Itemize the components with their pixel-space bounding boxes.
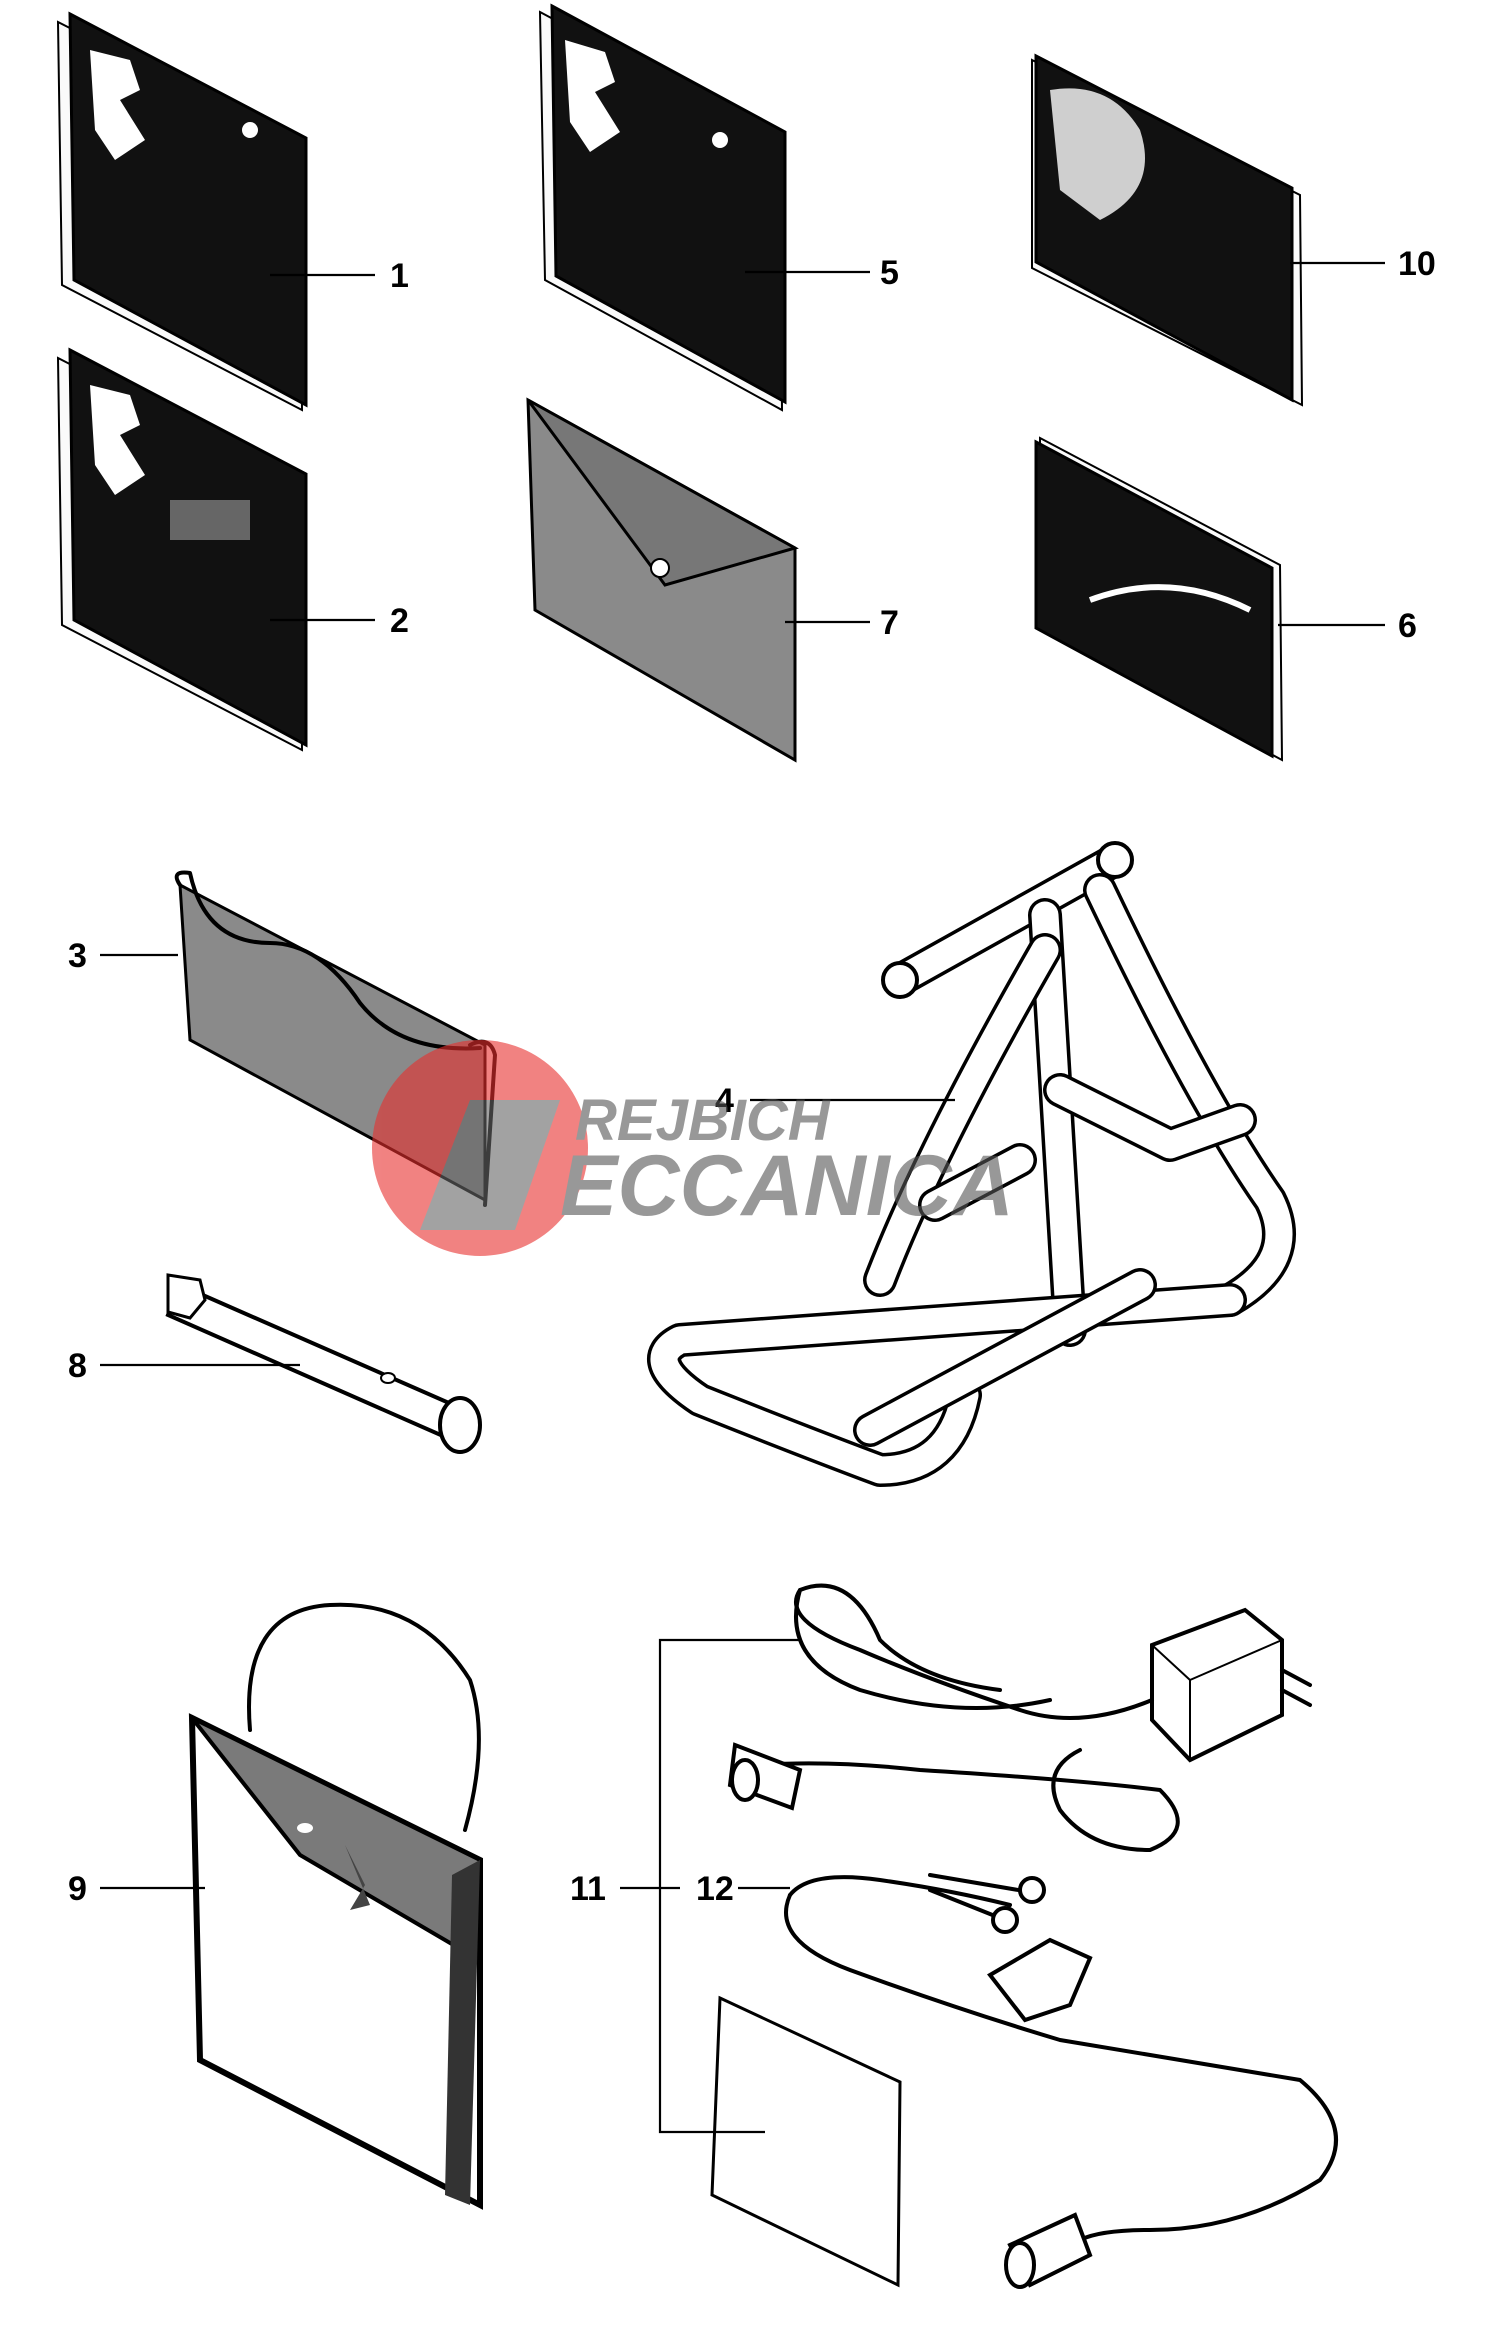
callout-5: 5 [880, 254, 899, 292]
callout-4: 4 [715, 1082, 734, 1120]
callout-1: 1 [390, 257, 409, 295]
watermark-line-1: REJBICH [575, 1088, 831, 1153]
callout-7: 7 [880, 604, 899, 642]
krejbich-meccanica-watermark-logo: REJBICH ECCANICA [372, 1040, 1014, 1256]
manual-book-5 [538, 3, 787, 412]
callout-11: 11 [570, 1870, 606, 1908]
document-envelope-7 [526, 397, 799, 763]
callout-2: 2 [390, 602, 409, 640]
callout-8: 8 [68, 1347, 87, 1385]
callout-10: 10 [1398, 245, 1436, 283]
battery-charger-kit [710, 1583, 1338, 2289]
manual-book-6 [1034, 436, 1284, 762]
paddock-stand-4 [647, 841, 1296, 1487]
box-spanner-8 [165, 1273, 482, 1454]
callout-6: 6 [1398, 607, 1417, 645]
manual-book-2 [56, 347, 308, 752]
document-bag-9 [188, 1602, 483, 2210]
manual-book-1 [56, 11, 308, 412]
callout-9: 9 [68, 1870, 87, 1908]
callout-12: 12 [696, 1870, 734, 1908]
watermark-line-2: ECCANICA [560, 1138, 1014, 1234]
callout-3: 3 [68, 937, 87, 975]
manual-book-10 [1031, 53, 1304, 407]
